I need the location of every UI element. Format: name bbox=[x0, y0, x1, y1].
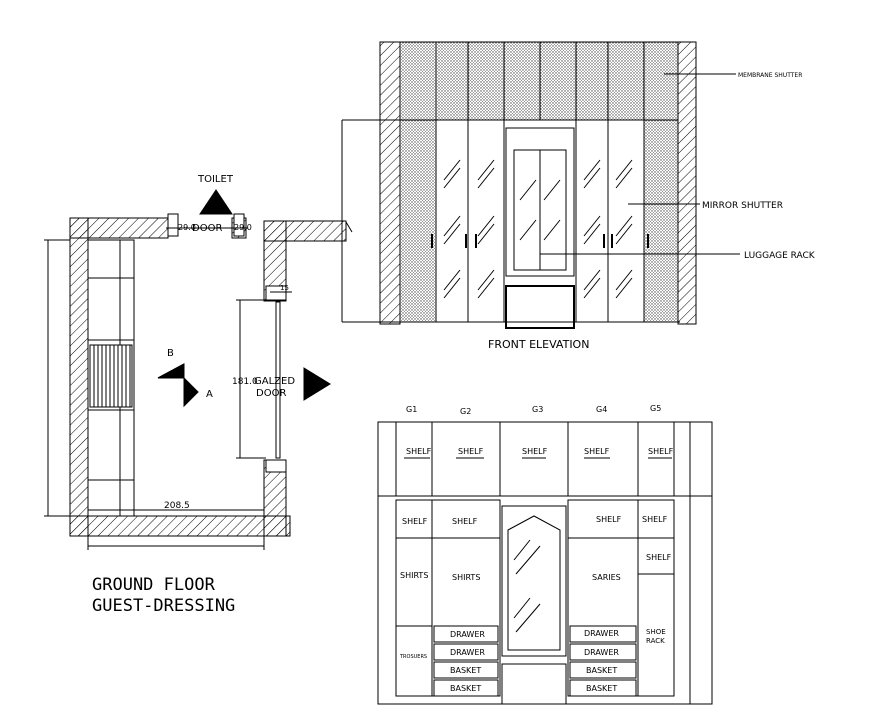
galzed-door-label: DOOR bbox=[256, 388, 286, 399]
front-elevation bbox=[341, 41, 740, 329]
galzed-label: GALZED bbox=[254, 376, 295, 387]
g5-shoe: SHOE bbox=[646, 628, 666, 636]
section-a-label: A bbox=[206, 389, 213, 400]
top-shelf-g1: SHELF bbox=[406, 447, 432, 456]
g4-saries: SARIES bbox=[592, 573, 621, 582]
dim-door-length: 181.0 bbox=[232, 377, 258, 387]
side-membrane-right bbox=[643, 119, 679, 323]
glazed-arrow bbox=[303, 367, 331, 401]
lower-cabinet bbox=[377, 495, 713, 705]
membrane-shutter-band bbox=[399, 41, 679, 121]
g4-drawer-2: DRAWER bbox=[584, 648, 619, 657]
g1-shelf: SHELF bbox=[402, 517, 428, 526]
col-g2: G2 bbox=[460, 407, 471, 416]
dim-width-label: 208.5 bbox=[164, 501, 190, 511]
elevation-title: FRONT ELEVATION bbox=[488, 338, 589, 351]
mirror-callout: MIRROR SHUTTER bbox=[702, 201, 783, 211]
glazed-door-panel bbox=[275, 301, 281, 459]
elevation-wall-right bbox=[677, 41, 697, 325]
g2-shirts: SHIRTS bbox=[452, 573, 480, 582]
upper-cabinet bbox=[377, 421, 713, 497]
section-marker-a bbox=[183, 376, 199, 408]
g5-shelf: SHELF bbox=[642, 515, 668, 524]
toilet-arrow bbox=[199, 189, 233, 215]
g2-drawer-1: DRAWER bbox=[450, 630, 485, 639]
luggage-rack-box bbox=[505, 285, 575, 329]
section-b-label: B bbox=[167, 348, 174, 359]
internal-labels: G1 G2 G3 G4 G5 SHELF SHELF SHELF SHELF S… bbox=[399, 404, 674, 693]
g2-basket-2: BASKET bbox=[450, 684, 481, 693]
wall-bottom bbox=[69, 515, 291, 537]
g5-shelf-2: SHELF bbox=[646, 553, 672, 562]
g5-rack: RACK bbox=[646, 637, 665, 645]
internal-mirror bbox=[501, 505, 567, 657]
g1-shirts: SHIRTS bbox=[400, 571, 428, 580]
floor-plan bbox=[44, 189, 347, 550]
dim-left-label: 29.0 bbox=[178, 223, 196, 232]
g4-basket-2: BASKET bbox=[586, 684, 617, 693]
g1-trousers: TROSUERS bbox=[399, 654, 427, 660]
plan-title-line1: GROUND FLOOR bbox=[92, 575, 216, 595]
g2-shelf: SHELF bbox=[452, 517, 478, 526]
col-g5: G5 bbox=[650, 404, 661, 413]
col-g1: G1 bbox=[406, 405, 417, 414]
top-shelf-g2: SHELF bbox=[458, 447, 484, 456]
wall-right-upper bbox=[263, 220, 287, 302]
dim-right-label: 29.0 bbox=[234, 223, 252, 232]
internal-elevation bbox=[377, 421, 713, 705]
plan-title-line2: GUEST-DRESSING bbox=[92, 596, 235, 616]
door-label: DOOR bbox=[192, 223, 222, 234]
col-g3: G3 bbox=[532, 405, 543, 414]
side-membrane-left bbox=[399, 119, 437, 323]
g2-basket-1: BASKET bbox=[450, 666, 481, 675]
top-shelf-g3: SHELF bbox=[522, 447, 548, 456]
dim-wall-label: 15 bbox=[280, 284, 289, 292]
top-shelf-g4: SHELF bbox=[584, 447, 610, 456]
luggage-callout: LUGGAGE RACK bbox=[744, 251, 816, 261]
toilet-label: TOILET bbox=[197, 174, 234, 185]
g4-shelf: SHELF bbox=[596, 515, 622, 524]
ribbed-panel bbox=[89, 344, 133, 408]
top-shelf-g5: SHELF bbox=[648, 447, 674, 456]
membrane-callout: MEMBRANE SHUTTER bbox=[738, 72, 802, 79]
g4-drawer-1: DRAWER bbox=[584, 629, 619, 638]
elevation-wall-left bbox=[379, 41, 401, 325]
g4-basket-1: BASKET bbox=[586, 666, 617, 675]
wall-left bbox=[69, 217, 89, 537]
g2-drawer-2: DRAWER bbox=[450, 648, 485, 657]
col-g4: G4 bbox=[596, 405, 607, 414]
